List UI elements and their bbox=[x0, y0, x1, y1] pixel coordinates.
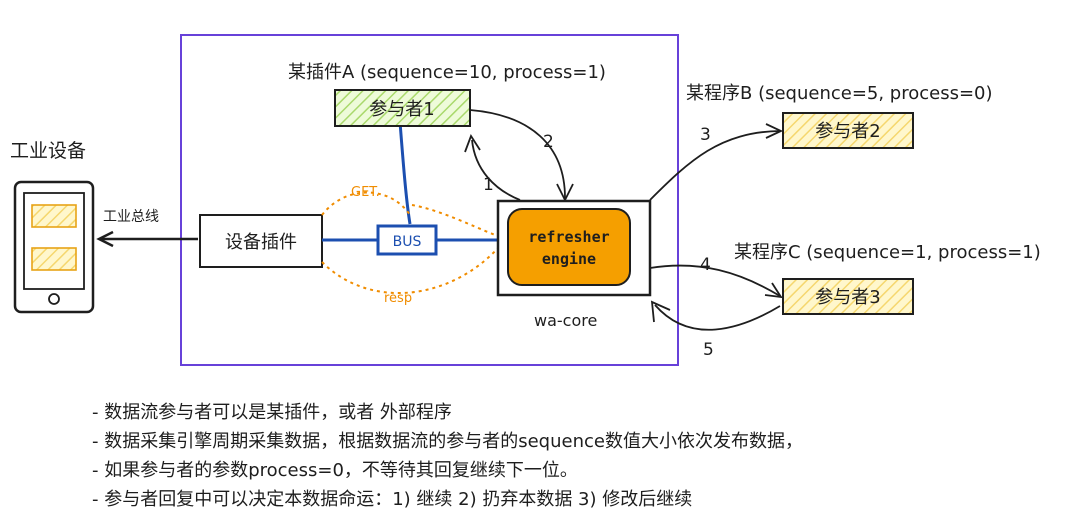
get-label: GET. bbox=[351, 185, 380, 200]
refresher-engine bbox=[507, 208, 631, 286]
participant-2-box bbox=[782, 112, 914, 149]
step-5-label: 5 bbox=[703, 340, 714, 360]
bus-label: BUS bbox=[393, 234, 422, 250]
plugin-a-label: 某插件A (sequence=10, process=1) bbox=[288, 62, 606, 83]
step-1-arrow bbox=[471, 139, 521, 201]
step-2-arrow bbox=[469, 109, 566, 199]
notes-list: - 数据流参与者可以是某插件，或者 外部程序 - 数据采集引擎周期采集数据，根据… bbox=[92, 398, 803, 514]
participant-3-box bbox=[782, 278, 914, 315]
program-b-label: 某程序B (sequence=5, process=0) bbox=[686, 83, 993, 104]
note-item: - 参与者回复中可以决定本数据命运：1) 继续 2) 扔弃本数据 3) 修改后继… bbox=[92, 489, 693, 510]
participant-1-label: 参与者1 bbox=[369, 99, 434, 120]
step-5-arrow bbox=[654, 304, 781, 331]
device-plugin-box bbox=[199, 214, 323, 268]
plugin-boundary bbox=[180, 34, 679, 366]
device-plugin-label: 设备插件 bbox=[225, 232, 297, 253]
step-3-label: 3 bbox=[700, 125, 711, 145]
industrial-bus-label: 工业总线 bbox=[103, 209, 159, 225]
industrial-device: 工业设备 bbox=[10, 140, 95, 314]
engine-line-1: refresher bbox=[528, 228, 609, 246]
participant-2-label: 参与者2 bbox=[815, 121, 880, 142]
participant-1-box bbox=[334, 89, 471, 127]
note-item: - 如果参与者的参数process=0，不等待其回复继续下一位。 bbox=[92, 460, 578, 481]
get-return-path bbox=[411, 204, 496, 236]
engine-line-2: engine bbox=[542, 250, 596, 268]
bus-box bbox=[376, 224, 438, 256]
step-1-label: 1 bbox=[483, 175, 494, 195]
step-4-label: 4 bbox=[700, 255, 711, 275]
program-c-label: 某程序C (sequence=1, process=1) bbox=[734, 242, 1041, 263]
resp-label: resp bbox=[384, 291, 412, 306]
device-title: 工业设备 bbox=[10, 140, 86, 162]
bus-connections bbox=[322, 121, 498, 242]
industrial-bus-arrow: 工业总线 bbox=[96, 209, 198, 248]
request-flows: GET. resp bbox=[321, 185, 499, 306]
device-slot-bottom bbox=[31, 247, 77, 271]
note-item: - 数据流参与者可以是某插件，或者 外部程序 bbox=[92, 402, 452, 423]
device-home-button bbox=[48, 293, 60, 305]
step-4-arrow bbox=[649, 264, 781, 297]
note-item: - 数据采集引擎周期采集数据，根据数据流的参与者的sequence数值大小依次发… bbox=[92, 431, 803, 452]
step-arrows bbox=[464, 109, 784, 331]
step-3-arrow bbox=[649, 130, 781, 201]
wa-core-label: wa-core bbox=[534, 311, 597, 330]
participant-3-label: 参与者3 bbox=[815, 287, 880, 308]
step-2-label: 2 bbox=[543, 132, 554, 152]
device-slot-top bbox=[31, 204, 77, 228]
get-request-path bbox=[321, 191, 411, 216]
